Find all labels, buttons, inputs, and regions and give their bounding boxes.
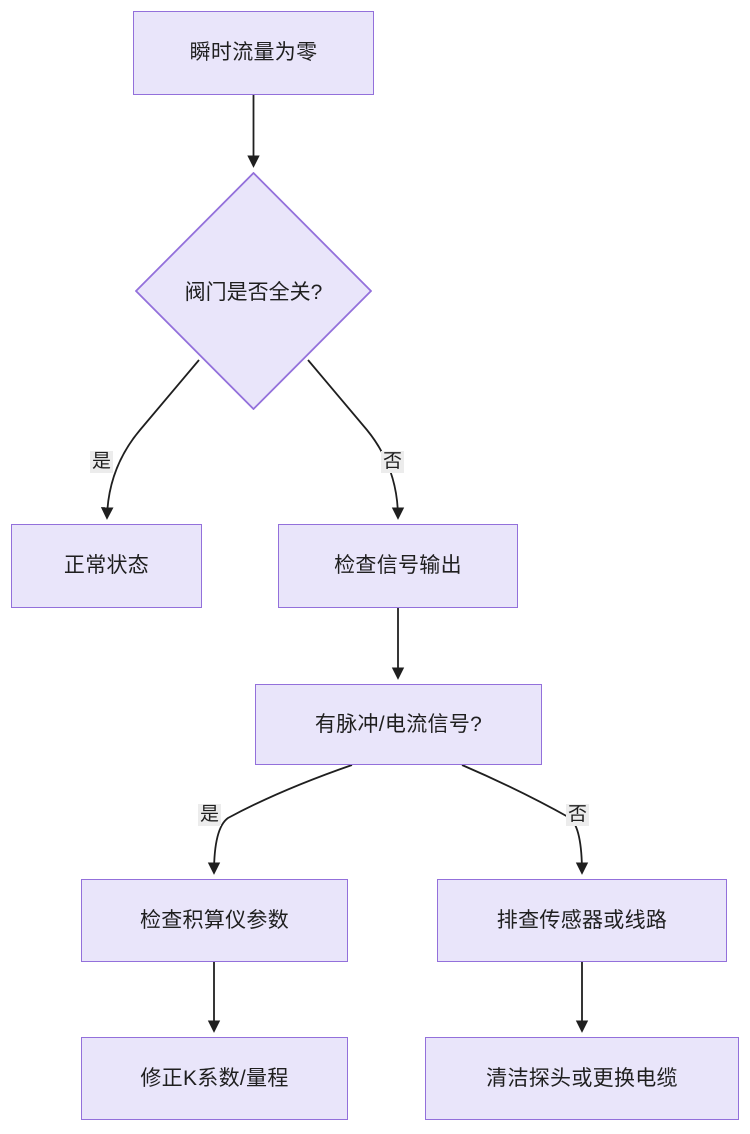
edge-label-no-signal: 否 <box>566 804 590 826</box>
node-label: 排查传感器或线路 <box>496 908 668 932</box>
edge-label-text: 否 <box>383 451 403 472</box>
edge-label-text: 否 <box>568 804 588 825</box>
node-valve-fully-closed-decision[interactable]: 阀门是否全关? <box>135 172 372 410</box>
edge-label-yes-signal: 是 <box>198 804 222 826</box>
node-normal-status[interactable]: 正常状态 <box>11 524 202 608</box>
node-instant-flow-zero[interactable]: 瞬时流量为零 <box>133 11 374 95</box>
node-clean-probe-replace-cable[interactable]: 清洁探头或更换电缆 <box>425 1037 739 1120</box>
node-label: 检查信号输出 <box>334 554 462 578</box>
edge-label-text: 是 <box>92 451 112 472</box>
node-label: 瞬时流量为零 <box>189 41 318 65</box>
node-correct-k-factor-range[interactable]: 修正K系数/量程 <box>81 1037 348 1120</box>
node-label: 阀门是否全关? <box>184 281 323 304</box>
edge-n5-n7-no <box>461 764 589 875</box>
edge-label-text: 是 <box>200 804 220 825</box>
node-check-signal-output[interactable]: 检查信号输出 <box>278 524 518 608</box>
node-label: 正常状态 <box>63 554 150 578</box>
edge-label-yes-valve: 是 <box>90 451 114 473</box>
node-label: 有脉冲/电流信号? <box>314 712 483 736</box>
node-inspect-sensor-or-wiring[interactable]: 排查传感器或线路 <box>437 879 727 962</box>
edge-label-no-valve: 否 <box>381 451 405 473</box>
edge-n5-n6-yes <box>207 764 353 875</box>
node-pulse-current-signal-decision[interactable]: 有脉冲/电流信号? <box>255 684 542 765</box>
node-label: 修正K系数/量程 <box>140 1066 289 1090</box>
edge-n2-n3-yes <box>100 359 200 520</box>
diamond-shape <box>135 172 372 410</box>
node-check-flow-computer-parameters[interactable]: 检查积算仪参数 <box>81 879 348 962</box>
node-label: 清洁探头或更换电缆 <box>486 1066 678 1090</box>
node-label: 检查积算仪参数 <box>139 908 290 932</box>
